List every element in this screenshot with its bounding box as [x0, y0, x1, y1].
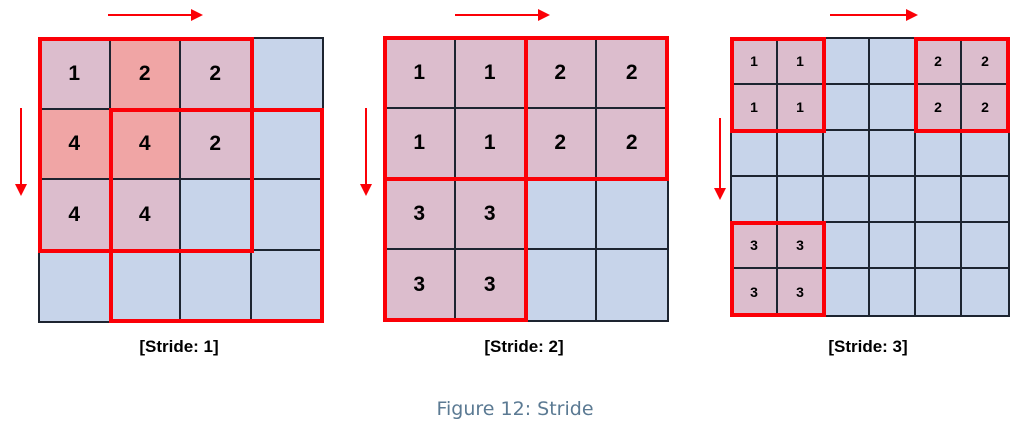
vertical-scan-arrow-icon [714, 118, 726, 200]
grid-cell: 4 [40, 109, 111, 180]
grid-cell: 3 [778, 269, 824, 315]
grid-cell [962, 269, 1008, 315]
grid-cell: 3 [732, 269, 778, 315]
grid-cell: 1 [385, 108, 456, 179]
grid-cell [251, 180, 322, 251]
grid-cell: 3 [455, 249, 526, 320]
grid-cell [916, 223, 962, 269]
grid-cell [916, 269, 962, 315]
grid-cell: 1 [732, 85, 778, 131]
grid-cell: 3 [732, 223, 778, 269]
grid-cell [251, 39, 322, 110]
horizontal-scan-arrow-icon [455, 9, 550, 21]
grid-cell: 3 [385, 249, 456, 320]
grid-cell [870, 269, 916, 315]
grid-cell [824, 85, 870, 131]
grid-cell: 3 [778, 223, 824, 269]
vertical-scan-arrow-icon [15, 108, 27, 196]
grid-cell: 4 [110, 180, 181, 251]
grid-cell [597, 250, 668, 321]
grid-cell: 2 [916, 85, 962, 131]
arrow-head [906, 9, 918, 21]
horizontal-scan-arrow-icon [108, 9, 203, 21]
figure-caption: Figure 12: Stride [436, 398, 594, 420]
grid-cell: 2 [962, 39, 1008, 85]
grid-cell [870, 177, 916, 223]
grid-cell: 2 [596, 38, 667, 109]
grid-cell: 1 [455, 38, 526, 109]
grid-cell: 2 [110, 39, 181, 110]
vertical-scan-arrow-icon [360, 108, 372, 196]
grid-cell: 4 [110, 109, 181, 180]
grid-cell [596, 179, 667, 250]
panel-label-stride-1: [Stride: 1] [139, 337, 219, 356]
grid-cell [870, 39, 916, 85]
arrow-head [15, 184, 27, 196]
arrow-shaft [365, 108, 367, 185]
grid-cell [526, 179, 597, 250]
grid-cell: 1 [778, 85, 824, 131]
grid-cell: 2 [526, 38, 597, 109]
grid-cell [962, 223, 1008, 269]
grid-cell [251, 110, 322, 180]
grid-cell [526, 249, 597, 320]
grid-cell [824, 269, 870, 315]
grid-cell [824, 39, 870, 85]
grid-cell [111, 250, 181, 321]
grid-cell: 1 [385, 38, 456, 109]
grid-cell [824, 223, 870, 269]
grid-cell: 1 [778, 39, 824, 85]
grid-cell [916, 131, 962, 177]
grid-cell [181, 180, 252, 251]
arrow-head [538, 9, 550, 21]
grid-cell: 2 [916, 39, 962, 85]
grid-cell: 3 [455, 179, 526, 250]
grid-cell: 2 [596, 108, 667, 179]
grid-cell: 1 [455, 108, 526, 179]
grid-cell [778, 177, 824, 223]
arrow-shaft [108, 14, 192, 16]
arrow-shaft [719, 118, 721, 189]
panel-label-stride-2: [Stride: 2] [484, 337, 564, 356]
grid-cell [732, 131, 778, 177]
grid-cell: 2 [962, 85, 1008, 131]
grid-cell [870, 85, 916, 131]
arrow-shaft [455, 14, 539, 16]
grid-cell [870, 223, 916, 269]
grid-cell: 2 [181, 109, 252, 180]
grid-cell [40, 250, 111, 321]
grid-cell: 1 [40, 39, 111, 110]
arrow-head [360, 184, 372, 196]
grid-cell [732, 177, 778, 223]
arrow-head [191, 9, 203, 21]
grid-cell [870, 131, 916, 177]
horizontal-scan-arrow-icon [830, 9, 918, 21]
grid-cell [962, 177, 1008, 223]
grid-cell: 3 [385, 179, 456, 250]
grid-cell [824, 131, 870, 177]
grid-cell: 2 [181, 39, 252, 110]
arrow-head [714, 188, 726, 200]
arrow-shaft [830, 14, 907, 16]
grid-cell [778, 131, 824, 177]
grid-cell: 1 [732, 39, 778, 85]
grid-cell [962, 131, 1008, 177]
grid-cell [916, 177, 962, 223]
grid-cell: 4 [40, 180, 111, 251]
grid-cell [824, 177, 870, 223]
grid-cell [181, 250, 252, 321]
grid-cell [252, 251, 323, 322]
arrow-shaft [20, 108, 22, 185]
grid-cell: 2 [526, 108, 597, 179]
panel-label-stride-3: [Stride: 3] [828, 337, 908, 356]
